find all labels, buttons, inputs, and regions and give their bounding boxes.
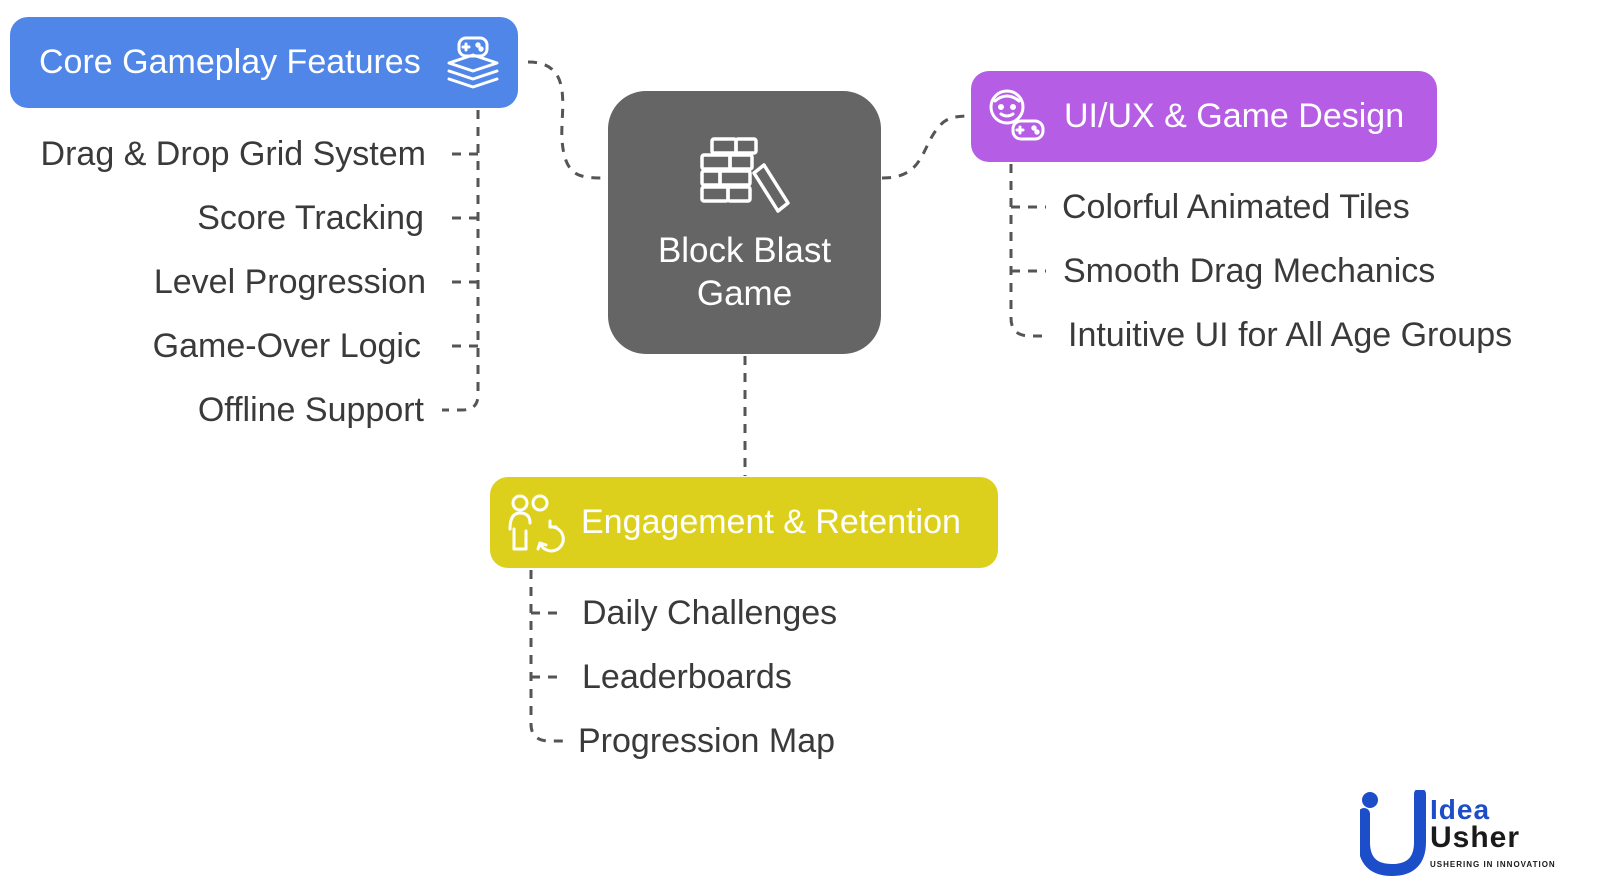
center-title: Block Blast Game bbox=[608, 229, 881, 315]
connector-center-uiux bbox=[881, 114, 972, 180]
core-item-4: Game-Over Logic bbox=[152, 327, 421, 365]
connector-engagement-trunk bbox=[529, 570, 565, 743]
engagement-title: Engagement & Retention bbox=[581, 503, 961, 541]
idea-usher-logo: Idea Usher USHERING IN INNOVATION bbox=[1358, 788, 1570, 878]
logo-word-idea: Idea bbox=[1430, 794, 1491, 825]
center-title-line-2: Game bbox=[696, 274, 793, 313]
logo-tagline: USHERING IN INNOVATION bbox=[1430, 860, 1556, 869]
center-node: Block Blast Game bbox=[608, 91, 881, 354]
gamepad-layers-icon bbox=[444, 35, 502, 96]
engagement-node: Engagement & Retention bbox=[490, 477, 998, 568]
connector-uiux-trunk bbox=[1009, 164, 1046, 338]
logo-word-usher: Usher bbox=[1430, 821, 1521, 854]
uiux-node: UI/UX & Game Design bbox=[971, 71, 1437, 162]
core-item-1: Drag & Drop Grid System bbox=[40, 135, 426, 173]
core-item-3: Level Progression bbox=[153, 263, 426, 301]
uiux-item-1: Colorful Animated Tiles bbox=[1062, 188, 1410, 226]
connector-core-center bbox=[527, 60, 608, 180]
users-refresh-icon bbox=[506, 493, 568, 558]
face-controller-icon bbox=[987, 87, 1047, 150]
core-item-2: Score Tracking bbox=[197, 199, 424, 237]
engagement-item-3: Progression Map bbox=[578, 722, 836, 760]
logo-u-icon bbox=[1358, 788, 1426, 877]
uiux-item-2: Smooth Drag Mechanics bbox=[1063, 252, 1436, 290]
engagement-item-2: Leaderboards bbox=[582, 658, 792, 696]
center-title-line-1: Block Blast bbox=[657, 231, 832, 270]
core-item-5: Offline Support bbox=[197, 391, 424, 429]
connector-core-trunk bbox=[442, 110, 480, 412]
block-tower-icon bbox=[698, 133, 790, 218]
engagement-item-1: Daily Challenges bbox=[582, 594, 838, 632]
core-gameplay-node: Core Gameplay Features bbox=[10, 17, 518, 108]
core-gameplay-title: Core Gameplay Features bbox=[39, 43, 421, 81]
uiux-title: UI/UX & Game Design bbox=[1064, 97, 1405, 135]
uiux-item-3: Intuitive UI for All Age Groups bbox=[1068, 316, 1513, 354]
